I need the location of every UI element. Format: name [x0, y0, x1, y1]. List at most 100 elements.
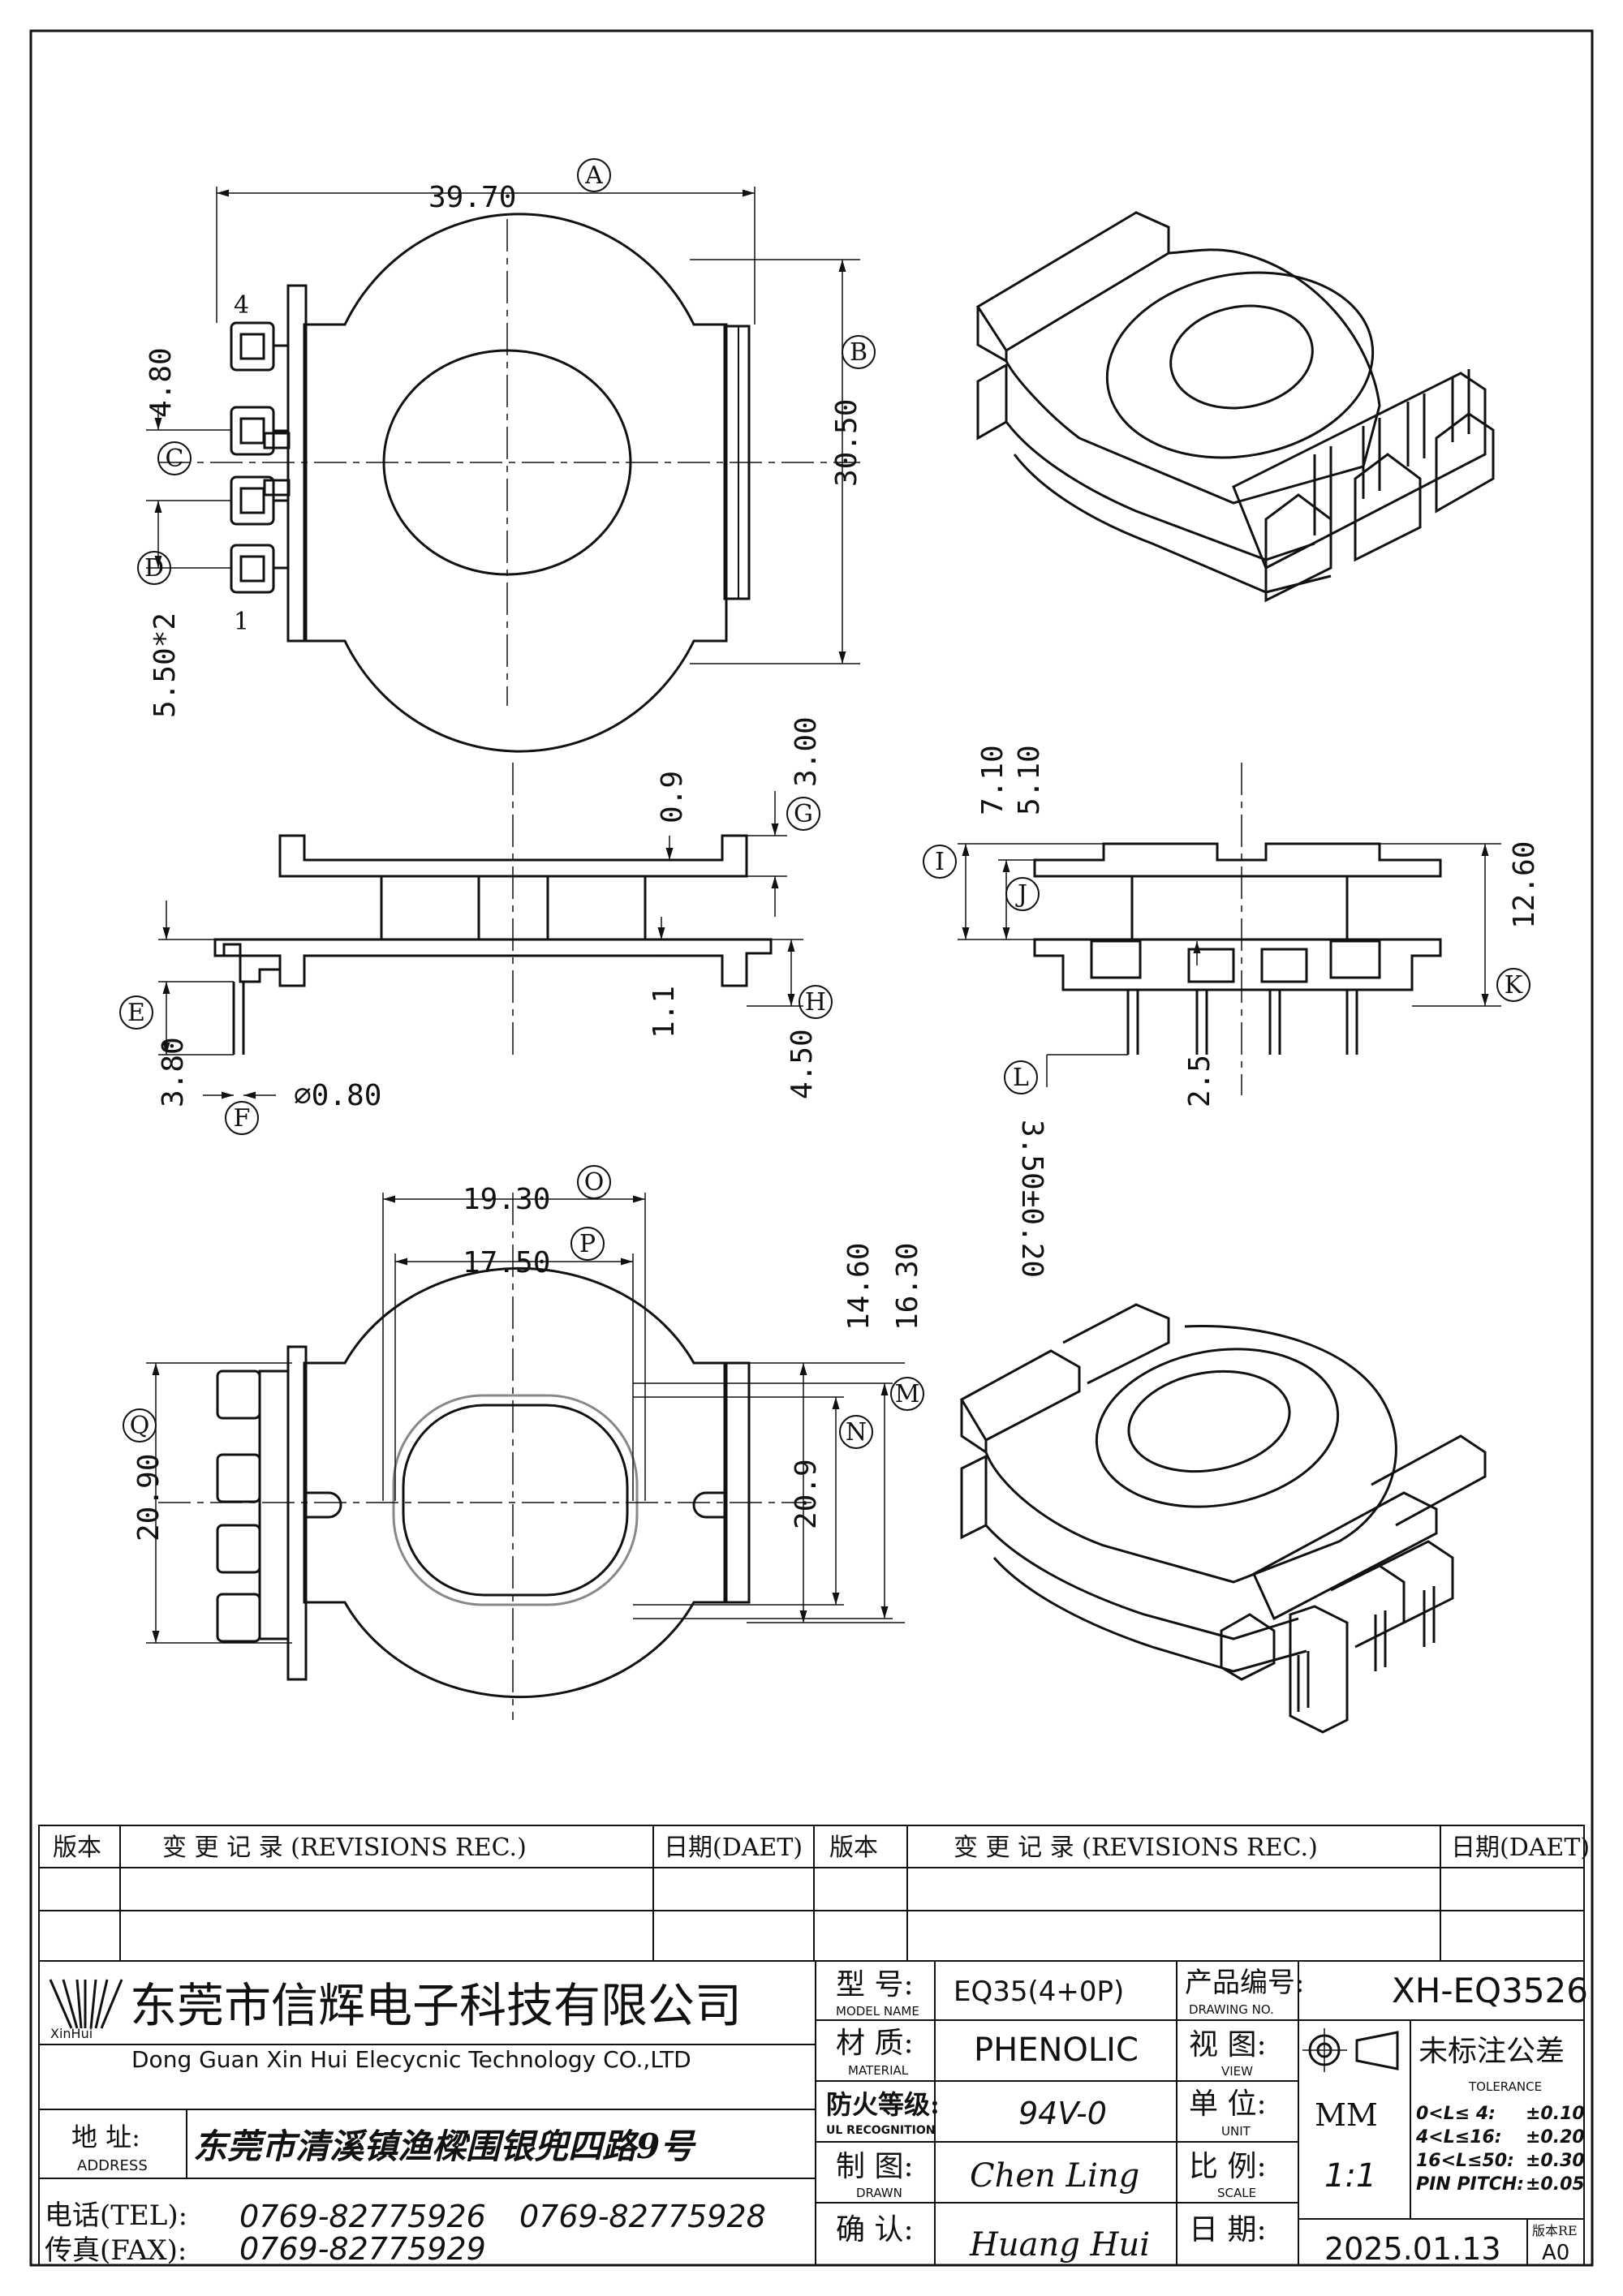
callout-j: J [1015, 880, 1027, 909]
callout-g: G [794, 800, 813, 828]
tol-value-3: ±0.30 [1526, 2151, 1585, 2171]
view-label-en: VIEW [1221, 2064, 1253, 2079]
projection-symbol-icon [1302, 2028, 1399, 2072]
callout-p: P [579, 1230, 596, 1258]
drawing-no-label: 产品编号: [1185, 1967, 1304, 1999]
company-name-cn: 东莞市信辉电子科技有限公司 [130, 1978, 742, 2033]
drawn-label: 制 图: [836, 2150, 914, 2183]
callout-circles [119, 158, 1530, 1449]
dim-pin-dia: ∅0.80 [294, 1079, 381, 1112]
model-label-en: MODEL NAME [836, 2004, 919, 2019]
callout-e: E [127, 999, 145, 1027]
dim-side-top: 3.00 [790, 716, 823, 787]
dim-side-small: 0.9 [656, 771, 689, 823]
callout-n: N [846, 1418, 867, 1447]
unit-value: MM [1315, 2097, 1378, 2133]
side-view [158, 763, 803, 1099]
bottom-view [146, 1193, 905, 1720]
callout-l: L [1013, 1064, 1029, 1092]
pin-label-1: 1 [234, 608, 249, 636]
scale-value: 1:1 [1324, 2157, 1376, 2195]
iso-view-bottom [959, 1303, 1487, 1734]
fax-label: 传真(FAX): [45, 2234, 187, 2267]
dim-pin-pitch: 5.50*2 [149, 613, 182, 718]
address-label: 地 址: [71, 2122, 140, 2152]
dim-front-inner: 5.10 [1013, 745, 1046, 815]
company-name-en: Dong Guan Xin Hui Elecycnic Technology C… [131, 2046, 691, 2073]
unit-label: 单 位: [1189, 2087, 1267, 2121]
dim-bottom-h1: 14.60 [842, 1243, 876, 1331]
tol-range-2: 4<L≤16: [1415, 2127, 1502, 2148]
dim-bottom-height: 20.90 [132, 1454, 166, 1541]
callout-i: I [935, 848, 945, 876]
tel-label: 电话(TEL): [45, 2199, 187, 2232]
dim-top-width: 39.70 [428, 181, 516, 214]
tolerance-label: 未标注公差 [1419, 2035, 1565, 2068]
callout-a: A [584, 161, 603, 190]
tol-value-4: ±0.05 [1526, 2174, 1585, 2195]
check-value: Huang Hui [969, 2226, 1150, 2264]
drawn-label-en: DRAWN [856, 2186, 902, 2200]
fire-value: 94V-0 [1018, 2096, 1107, 2131]
date-value: 2025.01.13 [1324, 2231, 1501, 2267]
callout-o: O [584, 1168, 605, 1197]
tol-value-2: ±0.20 [1526, 2127, 1585, 2148]
company-logo [49, 1979, 123, 2029]
dim-front-pin-len: 3.50±0.20 [1015, 1120, 1048, 1278]
rev-col-date-2: 日期(DAET) [1451, 1834, 1590, 1862]
dim-bottom-height2: 20.9 [790, 1459, 823, 1529]
scale-label-en: SCALE [1217, 2186, 1256, 2200]
dim-front-pin-gap: 2.5 [1183, 1055, 1216, 1107]
material-value: PHENOLIC [974, 2032, 1139, 2069]
tolerance-table: 0<L≤ 4: ±0.10 4<L≤16: ±0.20 16<L≤50: ±0.… [1415, 2104, 1585, 2195]
fax-value: 0769-82775929 [239, 2231, 486, 2267]
rev-col-version-1: 版本 [53, 1834, 101, 1862]
address-value: 东莞市清溪镇渔樑围银兜四路9号 [193, 2126, 696, 2166]
check-label: 确 认: [836, 2213, 914, 2247]
front-view [958, 763, 1501, 1095]
view-label: 视 图: [1189, 2028, 1267, 2062]
tol-value-1: ±0.10 [1526, 2104, 1585, 2124]
rev-col-version-2: 版本 [829, 1834, 878, 1862]
top-view [146, 187, 860, 753]
rev-col-rec-1: 变 更 记 录 (REVISIONS REC.) [162, 1834, 527, 1862]
dim-side-gap: 1.1 [648, 986, 681, 1038]
material-label: 材 质: [836, 2027, 914, 2060]
version-label: 版本RE [1532, 2223, 1578, 2238]
dim-front-total: 12.60 [1508, 841, 1541, 929]
address-label-en: ADDRESS [77, 2157, 148, 2174]
rev-col-date-1: 日期(DAET) [664, 1834, 803, 1862]
dim-side-bottom: 4.50 [786, 1029, 819, 1099]
callout-h: H [805, 988, 826, 1017]
version-value: A0 [1542, 2241, 1569, 2265]
tolerance-label-en: TOLERANCE [1468, 2079, 1542, 2094]
callout-q: Q [130, 1412, 150, 1440]
callout-f: F [234, 1104, 251, 1133]
dim-side-pin-len: 3.80 [157, 1037, 190, 1107]
fire-label: 防火等级: [826, 2089, 940, 2120]
unit-label-en: UNIT [1221, 2124, 1251, 2139]
fire-label-en: UL RECOGNITION [826, 2124, 935, 2137]
drawing-no-label-en: DRAWING NO. [1189, 2002, 1274, 2017]
dim-bottom-outer: 19.30 [463, 1183, 550, 1216]
callout-m: M [895, 1380, 920, 1408]
callout-c: C [166, 445, 184, 473]
dim-bottom-inner: 17.50 [463, 1246, 550, 1279]
title-block-grid [38, 1960, 1585, 2266]
pin-label-4: 4 [234, 291, 249, 320]
drawn-value: Chen Ling [970, 2157, 1139, 2195]
tol-range-1: 0<L≤ 4: [1416, 2104, 1496, 2124]
material-label-en: MATERIAL [848, 2063, 909, 2078]
tol-range-4: PIN PITCH: [1416, 2174, 1524, 2195]
dim-bottom-h2: 16.30 [891, 1243, 924, 1331]
tol-range-3: 16<L≤50: [1416, 2151, 1514, 2171]
model-label: 型 号: [836, 1968, 914, 2001]
top-pins [230, 321, 291, 594]
model-value: EQ35(4+0P) [954, 1976, 1124, 2008]
callout-k: K [1505, 971, 1523, 1000]
logo-text: XinHui [50, 2026, 93, 2041]
dim-top-height: 30.50 [830, 399, 863, 487]
callout-b: B [850, 338, 867, 367]
scale-label: 比 例: [1189, 2150, 1267, 2183]
